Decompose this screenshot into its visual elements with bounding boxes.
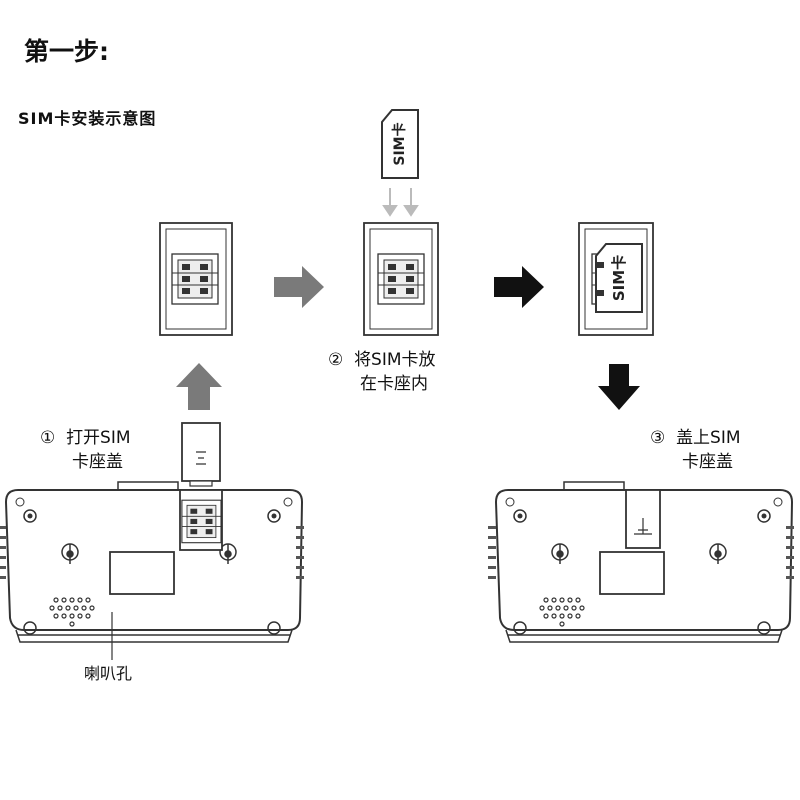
step-3-label: ③ 盖上SIM 卡座盖 (650, 426, 741, 474)
insert-down-arrows-icon (382, 188, 419, 217)
step-3-marker: ③ (650, 428, 666, 448)
step-title: 第一步: (24, 37, 109, 66)
phone-base-left (0, 481, 305, 643)
step-2-line1: 将SIM卡放 (354, 350, 436, 370)
phone-base-right (487, 481, 795, 643)
slot-cover-icon (181, 422, 221, 487)
step-2-label: ② 将SIM卡放 在卡座内 (328, 348, 436, 396)
panel-insert-sim (363, 222, 439, 336)
step-2-line2: 在卡座内 (360, 374, 428, 394)
phone-left-open-slot (179, 489, 223, 551)
sim-card-icon: SIM卡 (381, 109, 419, 179)
diagram-title: SIM卡安装示意图 (18, 109, 157, 128)
step-1-marker: ① (40, 428, 56, 448)
arrow-down-black-icon (598, 364, 640, 410)
step-3-line1: 盖上SIM (676, 428, 741, 448)
step-3-line2: 卡座盖 (682, 452, 733, 472)
panel-open-slot (159, 222, 233, 336)
step-1-line1: 打开SIM (66, 428, 131, 448)
step-1-line2: 卡座盖 (72, 452, 123, 472)
arrow-right-black-icon (494, 266, 544, 308)
panel-sim-installed: SIM卡 (578, 222, 654, 336)
arrow-right-gray-icon (274, 266, 324, 308)
step-1-label: ① 打开SIM 卡座盖 (40, 426, 131, 474)
seated-sim-text: SIM卡 (610, 255, 628, 301)
speaker-hole-label: 喇叭孔 (84, 664, 133, 683)
step-2-marker: ② (328, 350, 344, 370)
arrow-up-gray-icon (176, 363, 222, 410)
sim-card-text: SIM卡 (391, 122, 408, 165)
seated-sim-icon (595, 243, 643, 313)
